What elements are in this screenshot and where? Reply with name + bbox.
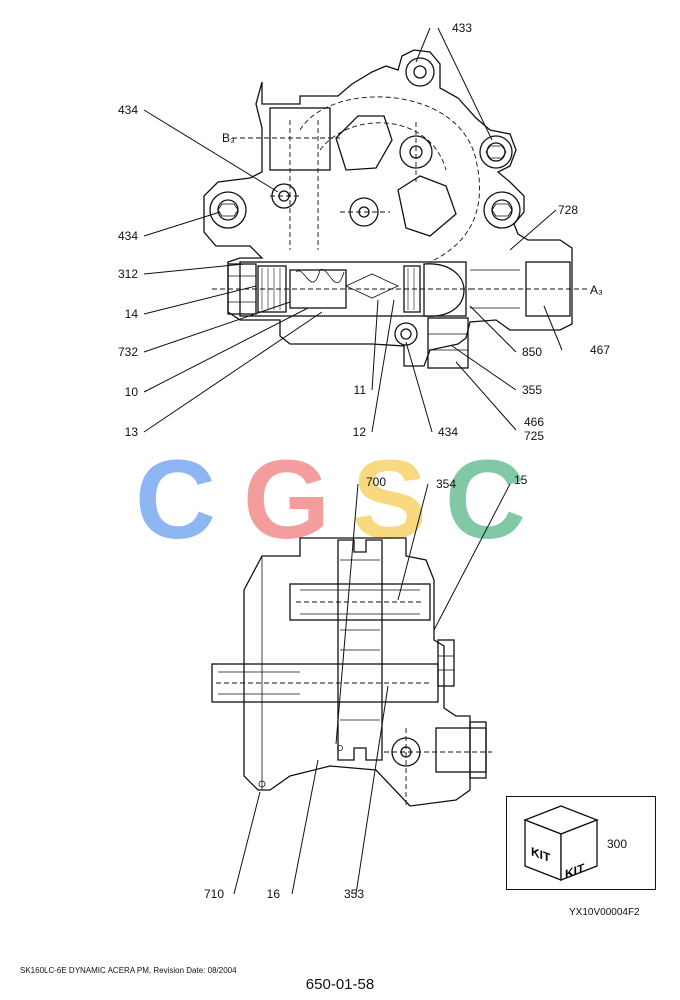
callout-710: 710 [204, 887, 224, 901]
callout-433: 433 [452, 21, 472, 35]
callout-312: 312 [118, 267, 138, 281]
callout-13: 13 [125, 425, 139, 439]
callout-355: 355 [522, 383, 542, 397]
kit-part-number: 300 [607, 837, 628, 851]
port-label-a3: A₃ [590, 283, 603, 297]
top-callout-numbers: 433 434 434 312 14 732 10 13 728 850 467… [118, 21, 610, 443]
callout-10: 10 [125, 385, 139, 399]
callout-434-bottom: 434 [438, 425, 458, 439]
callout-354: 354 [436, 477, 456, 491]
callout-11: 11 [354, 383, 367, 397]
callout-14: 14 [125, 307, 139, 321]
port-label-b3: B₃ [222, 131, 235, 145]
bottom-callout-numbers: 700 354 15 710 16 353 [204, 473, 528, 901]
bottom-callout-leaders [233, 483, 511, 895]
callout-728: 728 [558, 203, 578, 217]
callout-12: 12 [353, 425, 367, 439]
callout-434-left: 434 [118, 229, 138, 243]
callout-466: 466 [524, 415, 544, 429]
callout-16: 16 [267, 887, 281, 901]
bottom-gear-pump [211, 537, 492, 808]
callout-725: 725 [524, 429, 544, 443]
callout-434-top: 434 [118, 103, 138, 117]
drawing-code: YX10V00004F2 [569, 907, 640, 918]
kit-legend-box: KIT KIT 300 [506, 796, 656, 890]
callout-850: 850 [522, 345, 542, 359]
callout-467: 467 [590, 343, 610, 357]
kit-cube-icon: KIT KIT [523, 805, 599, 881]
watermark-letter-c1: C [135, 437, 216, 562]
revision-note: SK160LC-6E DYNAMIC ACERA PM, Revision Da… [20, 966, 237, 975]
top-valve-assembly: B₃ A₃ [203, 49, 603, 369]
watermark-letter-s: S [352, 437, 427, 562]
callout-15: 15 [514, 473, 528, 487]
watermark-letter-c2: C [445, 437, 526, 562]
watermark: C G S C [135, 437, 526, 562]
callout-353: 353 [344, 887, 364, 901]
top-callout-leaders [143, 27, 563, 433]
watermark-letter-g: G [243, 437, 330, 562]
callout-700: 700 [366, 475, 386, 489]
page-number: 650-01-58 [305, 976, 375, 993]
callout-732: 732 [118, 345, 138, 359]
